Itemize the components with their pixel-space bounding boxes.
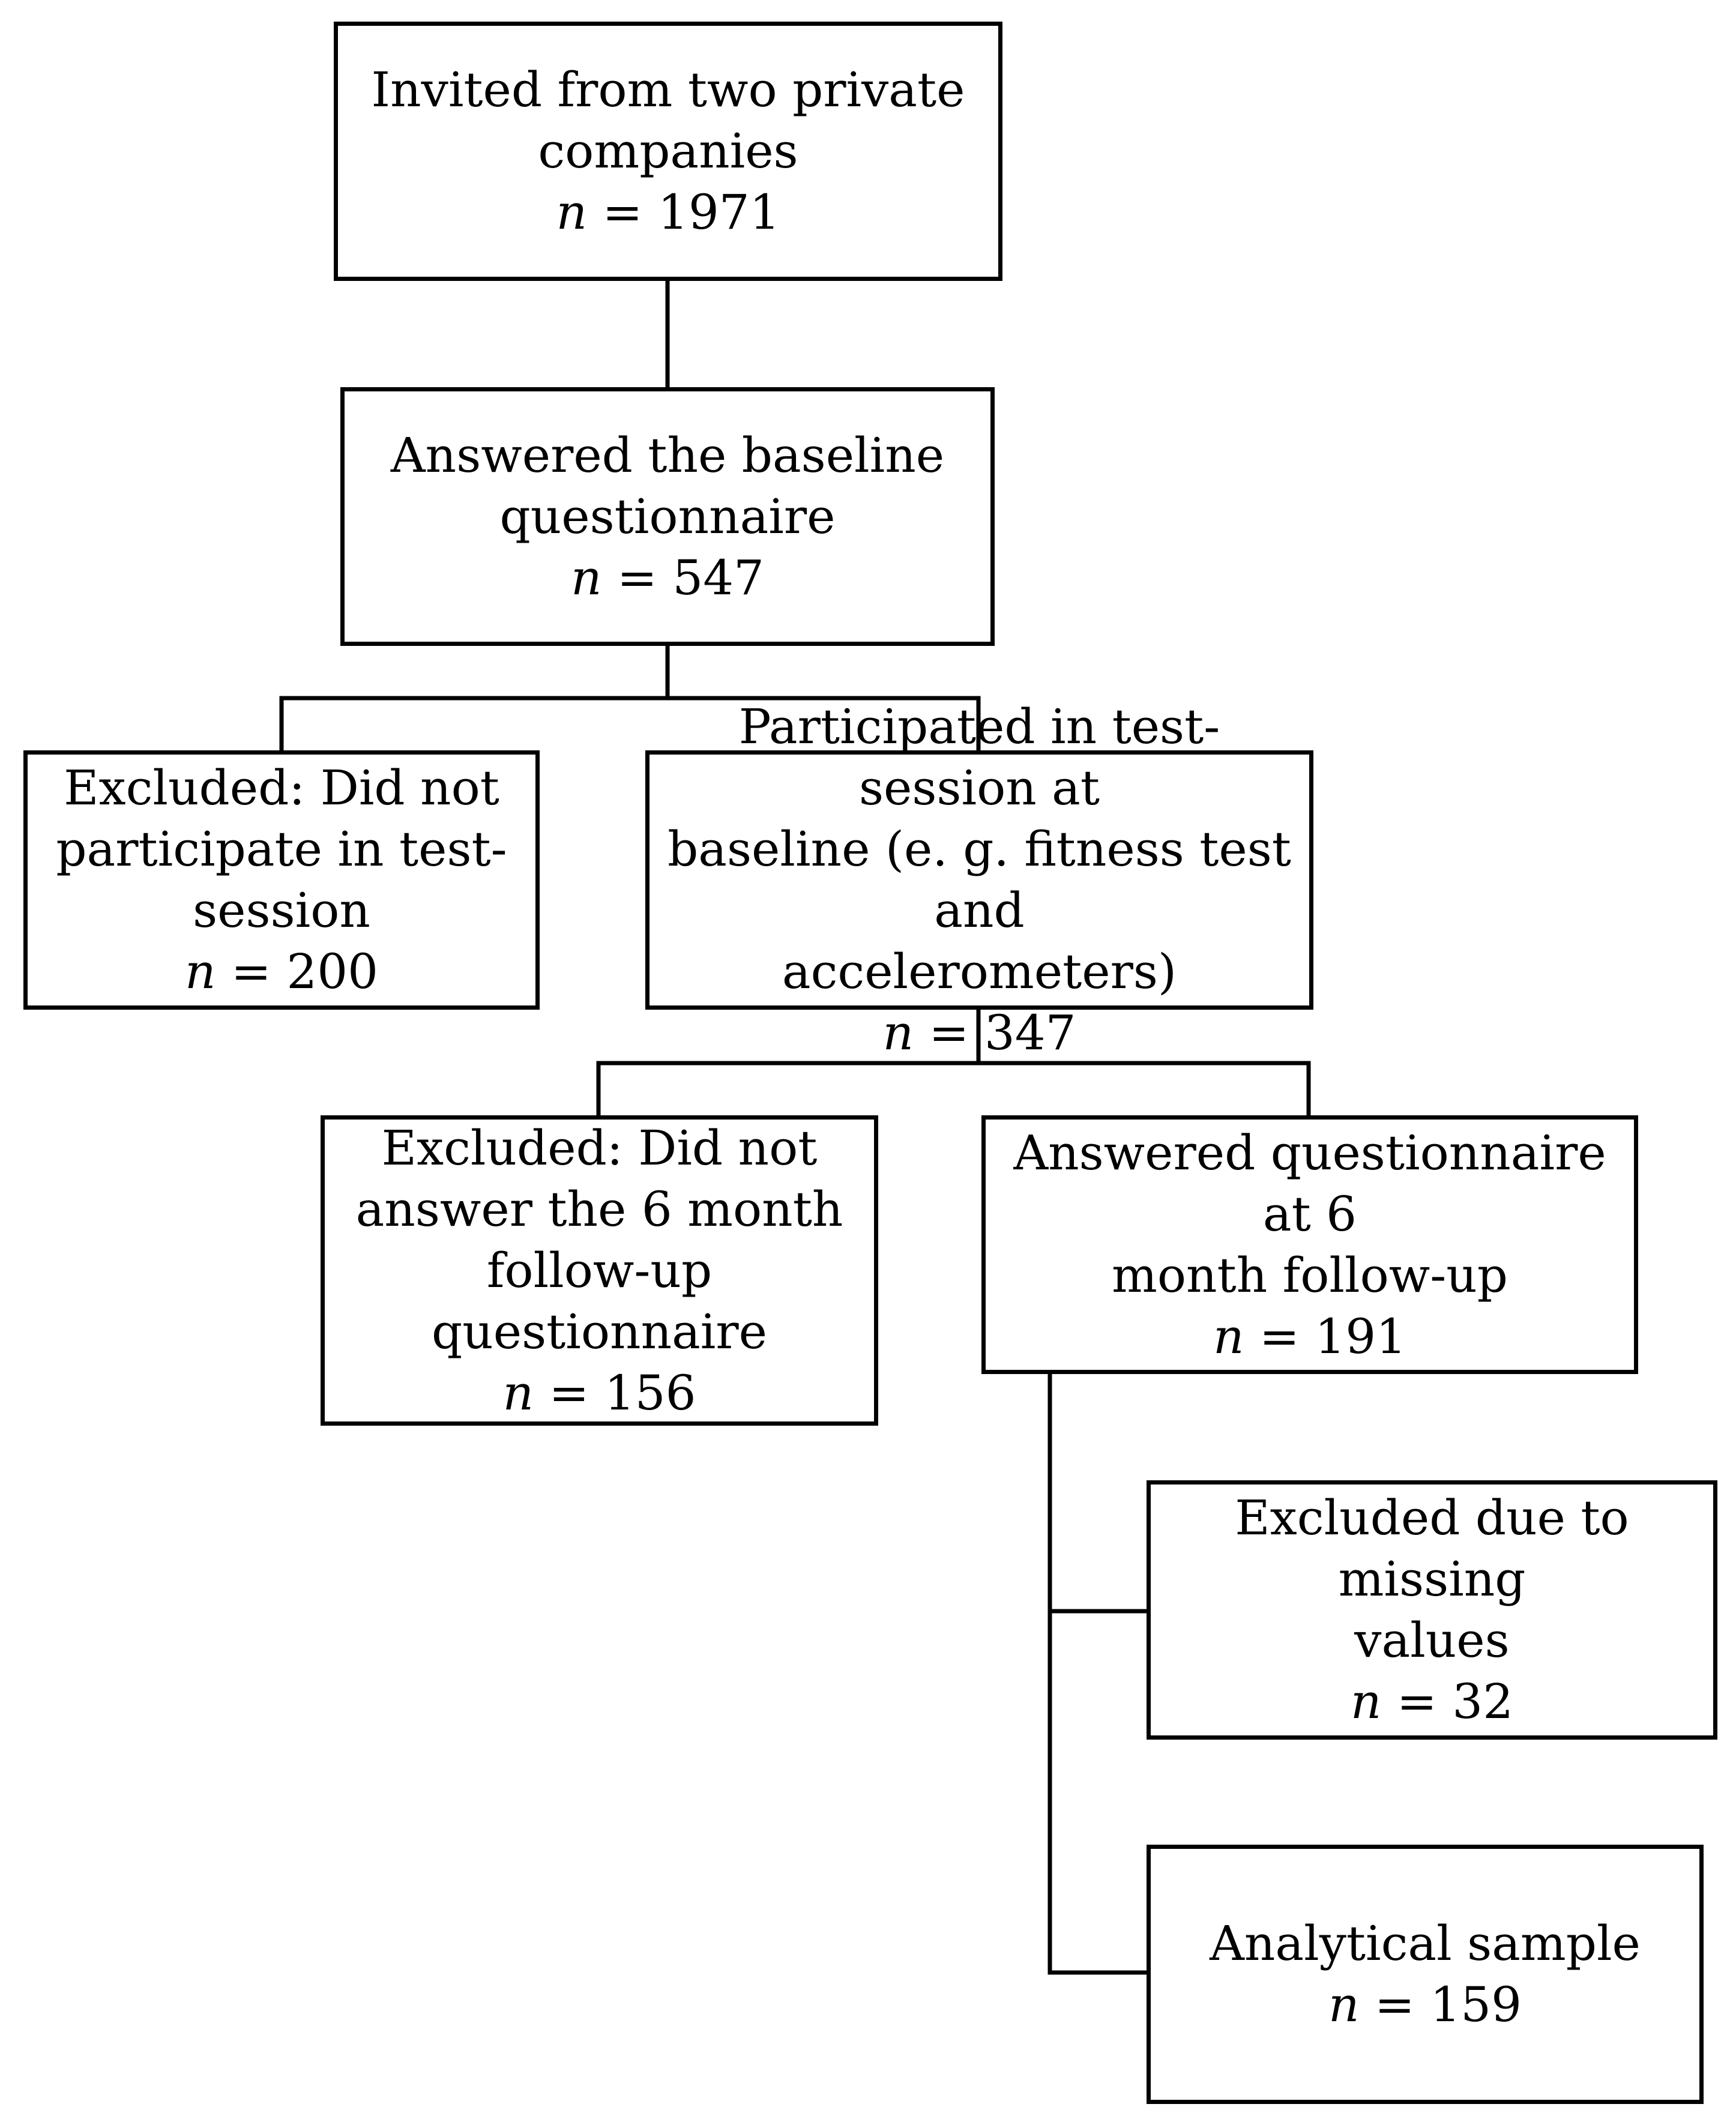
box-excluded-test-session-count: n = 200 <box>185 941 378 1002</box>
count-value: = 156 <box>549 1364 696 1421</box>
n-symbol: n <box>556 184 588 240</box>
n-symbol: n <box>502 1364 534 1421</box>
count-value: = 1971 <box>602 184 780 240</box>
box-followup-answered-count: n = 191 <box>1213 1306 1406 1367</box>
n-symbol: n <box>184 944 216 999</box>
count-value: = 159 <box>1374 1977 1522 2033</box>
box-invited: Invited from two private companies n = 1… <box>334 22 1002 281</box>
box-followup-answered-label: Answered questionnaire at 6 month follow… <box>1013 1124 1606 1303</box>
box-invited-label: Invited from two private companies <box>371 62 965 179</box>
count-value: = 32 <box>1396 1674 1514 1729</box>
box-invited-count: n = 1971 <box>556 182 780 243</box>
box-baseline-label: Answered the baseline questionnaire <box>390 427 945 544</box>
box-excluded-followup-count: n = 156 <box>502 1363 696 1424</box>
n-symbol: n <box>1213 1308 1244 1364</box>
box-followup-answered: Answered questionnaire at 6 month follow… <box>981 1115 1638 1374</box>
box-excluded-missing-values-count: n = 32 <box>1351 1671 1513 1732</box>
box-analytical-sample-count: n = 159 <box>1328 1974 1522 2036</box>
n-symbol: n <box>1350 1674 1382 1729</box>
box-analytical-sample: Analytical sample n = 159 <box>1147 1845 1704 2104</box>
box-excluded-missing-values: Excluded due to missing values n = 32 <box>1147 1480 1717 1740</box>
count-value: = 200 <box>231 944 379 999</box>
n-symbol: n <box>570 549 602 606</box>
n-symbol: n <box>882 1005 914 1061</box>
box-excluded-followup-label: Excluded: Did not answer the 6 month fol… <box>355 1120 843 1360</box>
box-analytical-sample-label: Analytical sample <box>1210 1916 1641 1971</box>
box-baseline-count: n = 547 <box>571 547 764 609</box>
count-value: = 191 <box>1259 1308 1407 1364</box>
count-value: = 547 <box>616 549 765 606</box>
box-excluded-followup: Excluded: Did not answer the 6 month fol… <box>321 1115 878 1426</box>
count-value: = 347 <box>929 1005 1076 1061</box>
box-participated-test-session-label: Participated in test-session at baseline… <box>668 699 1291 999</box>
box-excluded-test-session: Excluded: Did not participate in test- s… <box>23 750 540 1010</box>
n-symbol: n <box>1328 1977 1360 2033</box>
box-baseline: Answered the baseline questionnaire n = … <box>340 387 995 646</box>
box-participated-test-session-count: n = 347 <box>882 1002 1076 1064</box>
box-participated-test-session: Participated in test-session at baseline… <box>645 699 1313 1061</box>
box-excluded-missing-values-label: Excluded due to missing values <box>1235 1490 1629 1668</box>
box-excluded-test-session-label: Excluded: Did not participate in test- s… <box>56 760 507 938</box>
